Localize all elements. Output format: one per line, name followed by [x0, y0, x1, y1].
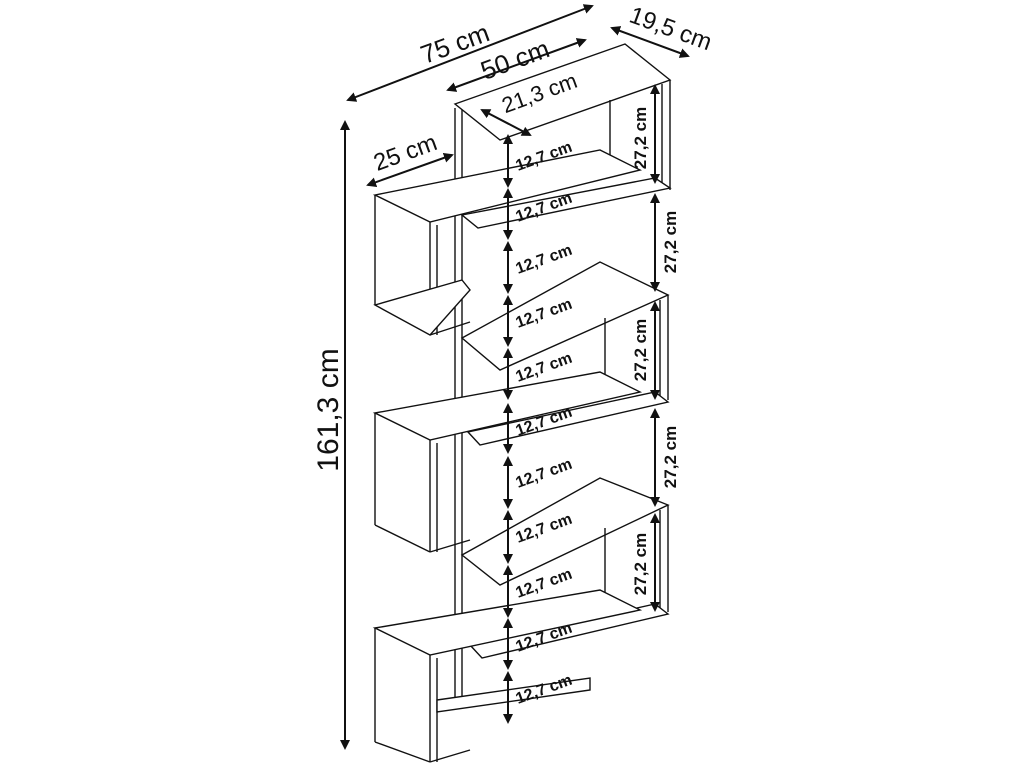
section-height-label: 27,2 cm [661, 211, 680, 273]
shelf-gap-label: 12,7 cm [514, 242, 575, 278]
section-height-label: 27,2 cm [631, 107, 650, 169]
section-height-label: 27,2 cm [631, 533, 650, 595]
shelf-gap-label: 12,7 cm [514, 672, 575, 708]
height-label: 161,3 cm [312, 348, 345, 471]
side-width-dimension-arrow [366, 152, 454, 188]
side-width-label: 25 cm [370, 129, 441, 177]
section-height-label: 27,2 cm [631, 319, 650, 381]
shelf-gap-label: 12,7 cm [514, 456, 575, 492]
depth-label: 19,5 cm [626, 2, 715, 57]
section-height-label: 27,2 cm [661, 426, 680, 488]
depth-dimension-arrow [610, 26, 690, 58]
dimension-lines [340, 4, 690, 750]
top-depth-dimension-arrow [480, 109, 532, 136]
inner-width-dimension-arrow [446, 38, 587, 92]
